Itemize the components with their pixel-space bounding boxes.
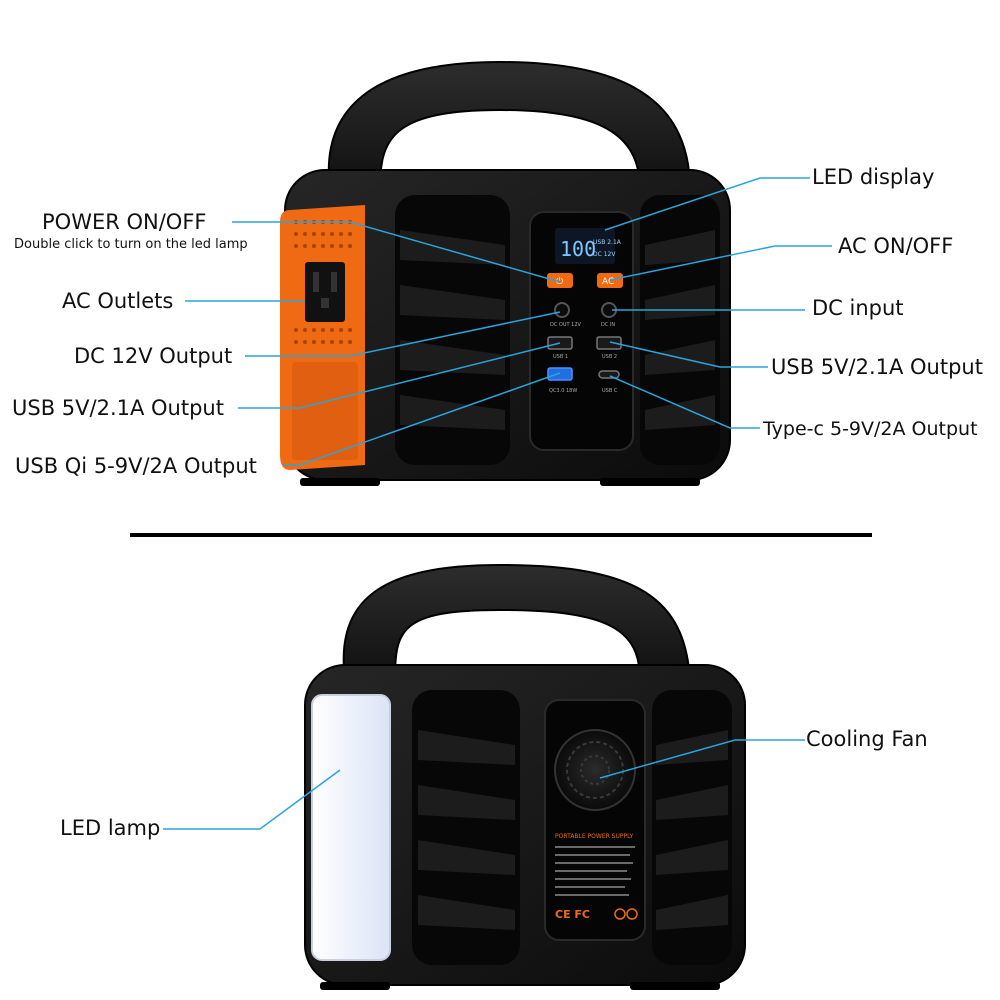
leader-cooling-fan xyxy=(599,739,805,779)
vent-hole xyxy=(339,340,343,344)
vent-hole xyxy=(348,232,352,236)
display-usb: USB 2.1A xyxy=(593,239,622,246)
label-usb-right-output: USB 5V/2.1A Output xyxy=(771,355,983,379)
vent-hole xyxy=(294,328,298,332)
bottom-device: PORTABLE POWER SUPPLY CE FC xyxy=(304,563,746,990)
vent-hole xyxy=(294,232,298,236)
vent-hole xyxy=(303,244,307,248)
dc-out-label: DC OUT 12V xyxy=(550,322,582,328)
label-typec-output: Type-c 5-9V/2A Output xyxy=(763,418,978,440)
leader-power xyxy=(232,221,561,283)
label-ac-on-off: AC ON/OFF xyxy=(838,234,954,258)
dc-out-port xyxy=(554,302,570,318)
vent-hole xyxy=(312,340,316,344)
vent-hole xyxy=(312,328,316,332)
vent-hole xyxy=(294,244,298,248)
leader-led-lamp xyxy=(163,769,341,830)
vent-hole xyxy=(321,340,325,344)
ac-outlet xyxy=(305,262,345,322)
vent-hole xyxy=(339,244,343,248)
led-display: 100 USB 2.1A DC 12V xyxy=(555,228,622,264)
vent-hole xyxy=(303,340,307,344)
control-panel xyxy=(529,211,634,451)
vent-hole xyxy=(330,244,334,248)
label-usb-left-output: USB 5V/2.1A Output xyxy=(12,396,224,420)
vent-hole xyxy=(339,232,343,236)
vent-hole xyxy=(348,328,352,332)
display-dc: DC 12V xyxy=(593,251,616,258)
vent-hole xyxy=(330,328,334,332)
usb2-label: USB 2 xyxy=(602,354,617,360)
usbc-label: USB C xyxy=(602,388,618,394)
side-vent-holes xyxy=(294,220,352,344)
leader-ac-onoff xyxy=(609,245,832,281)
vent-hole xyxy=(294,340,298,344)
usb1-label: USB 1 xyxy=(553,354,568,360)
vent-hole xyxy=(303,328,307,332)
vent-hole xyxy=(312,232,316,236)
vent-hole xyxy=(339,328,343,332)
vent-hole xyxy=(321,244,325,248)
leader-led-display xyxy=(604,177,810,231)
qc-label: QC3.0 18W xyxy=(549,388,577,394)
label-led-display: LED display xyxy=(812,165,935,189)
bottom-handle xyxy=(342,563,692,681)
label-cooling-fan: Cooling Fan xyxy=(806,727,928,751)
leader-usb-left xyxy=(238,342,561,409)
power-button[interactable] xyxy=(547,273,573,288)
rear-plate-title: PORTABLE POWER SUPPLY xyxy=(555,833,634,840)
usb2-port xyxy=(596,336,622,350)
leader-dc12 xyxy=(245,311,561,357)
leader-usb-qi xyxy=(283,372,561,466)
ac-button-label: AC xyxy=(602,277,614,287)
dc-in-label: DC IN xyxy=(601,322,615,328)
label-led-lamp: LED lamp xyxy=(60,816,161,840)
vent-hole xyxy=(321,328,325,332)
leader-lines xyxy=(163,177,832,830)
leader-usb-right xyxy=(609,341,768,368)
vent-hole xyxy=(330,340,334,344)
cert-marks: CE FC xyxy=(555,908,590,921)
vent-hole xyxy=(321,232,325,236)
label-power-hint: Double click to turn on the led lamp xyxy=(14,237,248,252)
vent-hole xyxy=(348,340,352,344)
label-dc-input: DC input xyxy=(812,296,904,320)
qc-port xyxy=(547,367,573,381)
label-ac-outlets: AC Outlets xyxy=(62,289,174,313)
leader-typec xyxy=(609,375,760,429)
label-power-on-off: POWER ON/OFF xyxy=(42,210,207,234)
led-lamp-panel xyxy=(311,694,391,961)
vent-hole xyxy=(330,232,334,236)
display-digits: 100 xyxy=(560,237,596,261)
usbc-port xyxy=(598,370,620,379)
top-device: 100 USB 2.1A DC 12V ⏻ AC DC OUT 12V DC I… xyxy=(280,60,731,486)
vent-hole xyxy=(312,244,316,248)
vent-hole xyxy=(348,244,352,248)
label-usb-qi-output: USB Qi 5-9V/2A Output xyxy=(15,454,257,478)
ac-button[interactable] xyxy=(597,273,623,288)
vent-hole xyxy=(303,232,307,236)
label-dc12-output: DC 12V Output xyxy=(74,344,233,368)
